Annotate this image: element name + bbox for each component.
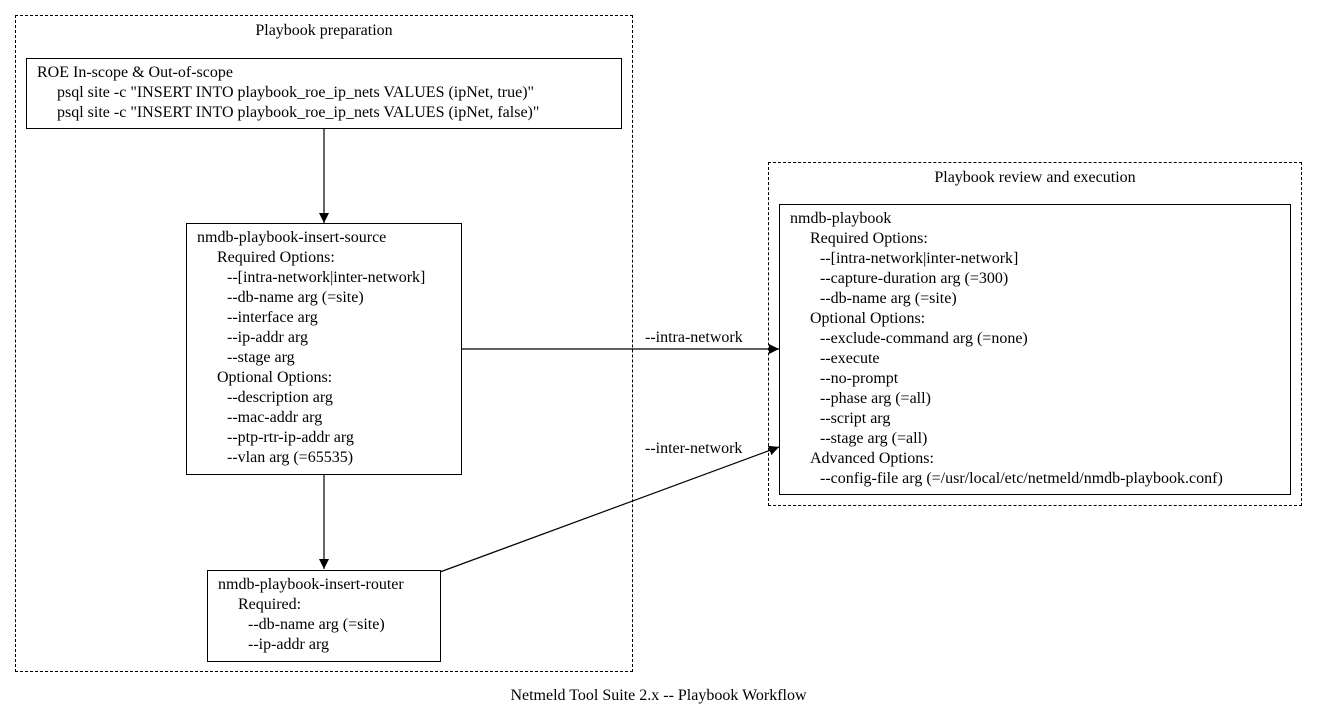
edge-inter-network (439, 445, 780, 573)
option-line: --ptp-rtr-ip-addr arg (227, 429, 354, 446)
option-line: --stage arg (=all) (820, 430, 928, 447)
section-heading: Advanced Options: (810, 450, 934, 467)
option-line: --description arg (227, 389, 333, 406)
section-heading: Required: (238, 596, 302, 613)
node-insert-source: nmdb-playbook-insert-source Required Opt… (186, 223, 462, 475)
edge-label-intra-network: --intra-network (645, 329, 743, 346)
diagram-caption: Netmeld Tool Suite 2.x -- Playbook Workf… (510, 687, 807, 704)
node-title: nmdb-playbook-insert-router (218, 576, 404, 593)
node-title: nmdb-playbook-insert-source (197, 229, 387, 246)
option-line: --mac-addr arg (227, 409, 323, 426)
option-line: --[intra-network|inter-network] (227, 269, 426, 286)
option-line: --db-name arg (=site) (248, 616, 385, 633)
node-insert-router: nmdb-playbook-insert-router Required: --… (207, 570, 441, 662)
option-line: --no-prompt (820, 370, 899, 387)
option-line: --[intra-network|inter-network] (820, 250, 1019, 267)
node-title: nmdb-playbook (790, 210, 892, 227)
option-line: --interface arg (227, 309, 318, 326)
section-heading: Optional Options: (217, 369, 333, 386)
cluster-playbook-review: Playbook review and execution (768, 162, 1302, 506)
option-line: --script arg (820, 410, 891, 427)
edge-label-inter-network: --inter-network (645, 440, 743, 457)
cluster-label: Playbook preparation (255, 22, 393, 39)
node-roe-scope: ROE In-scope & Out-of-scope psql site -c… (26, 58, 622, 129)
option-line: --ip-addr arg (227, 329, 308, 346)
section-heading: Required Options: (217, 249, 335, 266)
node-line: psql site -c "INSERT INTO playbook_roe_i… (57, 84, 535, 101)
section-heading: Required Options: (810, 230, 928, 247)
option-line: --execute (820, 350, 880, 367)
section-heading: Optional Options: (810, 310, 926, 327)
option-line: --db-name arg (=site) (820, 290, 957, 307)
option-line: --exclude-command arg (=none) (820, 330, 1028, 347)
node-nmdb-playbook: nmdb-playbook Required Options: --[intra… (779, 204, 1291, 495)
option-line: --phase arg (=all) (820, 390, 931, 407)
option-line: --vlan arg (=65535) (227, 449, 354, 466)
option-line: --db-name arg (=site) (227, 289, 364, 306)
option-line: --config-file arg (=/usr/local/etc/netme… (820, 470, 1223, 487)
option-line: --stage arg (227, 349, 295, 366)
cluster-playbook-preparation: Playbook preparation (15, 15, 633, 672)
cluster-label: Playbook review and execution (934, 169, 1136, 186)
node-line: psql site -c "INSERT INTO playbook_roe_i… (57, 104, 540, 121)
option-line: --ip-addr arg (248, 636, 329, 653)
option-line: --capture-duration arg (=300) (820, 270, 1009, 287)
node-title: ROE In-scope & Out-of-scope (37, 64, 233, 81)
